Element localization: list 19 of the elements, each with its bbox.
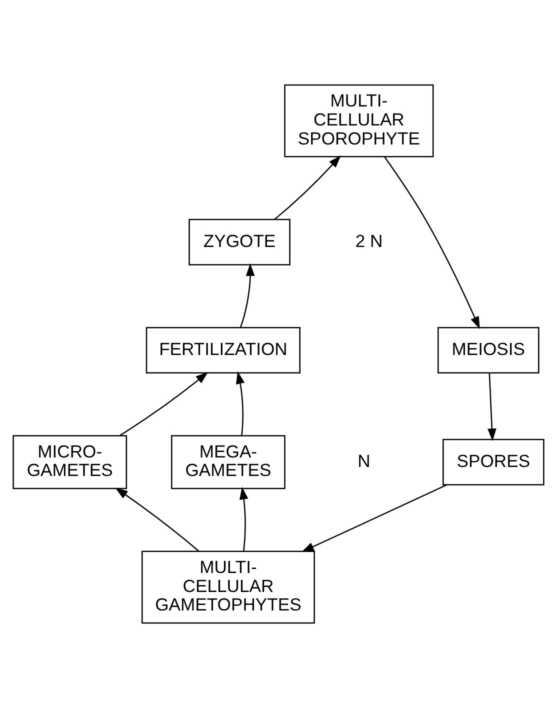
label: N: [358, 450, 370, 471]
arrow: [384, 156, 480, 330]
arrow: [488, 373, 496, 442]
arrow: [301, 484, 447, 552]
node-box: MEIOSIS: [438, 326, 540, 374]
node-box: MICRO- GAMETES: [12, 435, 128, 490]
node-box: SPORES: [442, 438, 544, 486]
label: 2 N: [355, 230, 383, 251]
node-box: MULTI- CELLULAR SPOROPHYTE: [284, 84, 434, 158]
arrow: [236, 371, 245, 436]
arrow: [115, 488, 200, 552]
node-box: ZYGOTE: [188, 218, 290, 266]
arrow: [274, 155, 341, 220]
node-box: MEGA- GAMETES: [171, 435, 286, 490]
node-box: FERTILIZATION: [146, 326, 300, 374]
arrow: [120, 372, 208, 436]
node-box: MULTI- CELLULAR GAMETOPHYTES: [142, 550, 315, 624]
arrow: [239, 486, 248, 552]
arrow: [240, 263, 255, 328]
